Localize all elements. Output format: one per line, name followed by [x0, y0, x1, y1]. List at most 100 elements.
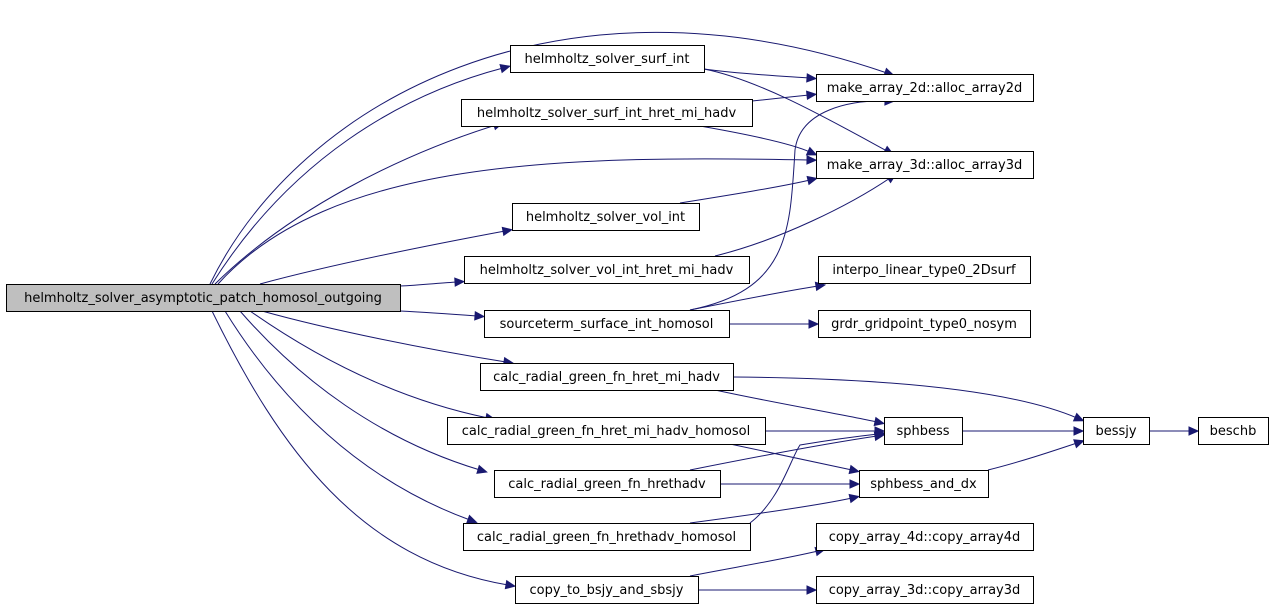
edge-calc_hret-to-bessjy: [732, 376, 1085, 422]
edge-line: [259, 230, 506, 285]
node-box[interactable]: [480, 363, 734, 391]
node-sphbess[interactable]: sphbess: [884, 417, 963, 445]
node-box[interactable]: [816, 151, 1034, 179]
arrow-head-icon: [808, 319, 820, 329]
node-vol-int[interactable]: helmholtz_solver_vol_int: [512, 203, 700, 231]
node-root[interactable]: helmholtz_solver_asymptotic_patch_homoso…: [6, 284, 401, 312]
edge-line: [703, 68, 810, 79]
node-copy4d[interactable]: copy_array_4d::copy_array4d: [816, 523, 1034, 551]
arrow-head-icon: [1073, 426, 1085, 436]
node-box[interactable]: [816, 576, 1034, 604]
node-box[interactable]: [816, 74, 1034, 102]
node-box[interactable]: [447, 417, 766, 445]
edge-line: [261, 310, 507, 363]
arrow-head-icon: [1072, 412, 1085, 422]
node-copy-bsjy[interactable]: copy_to_bsjy_and_sbsjy: [515, 576, 699, 604]
node-calc-hrethadv-homosol[interactable]: calc_radial_green_fn_hrethadv_homosol: [463, 523, 751, 551]
arrow-head-icon: [806, 175, 819, 186]
edge-root-to-alloc3d: [217, 155, 818, 285]
node-box[interactable]: [818, 256, 1031, 284]
node-box[interactable]: [1198, 417, 1269, 445]
arrow-head-icon: [806, 155, 818, 165]
node-surf-int-hret[interactable]: helmholtz_solver_surf_int_hret_mi_hadv: [461, 99, 753, 127]
node-box[interactable]: [6, 284, 401, 312]
node-label: calc_radial_green_fn_hrethadv_homosol: [477, 530, 736, 545]
edge-root-to-vol_int: [259, 226, 514, 285]
edge-line: [729, 443, 853, 471]
node-box[interactable]: [461, 99, 753, 127]
edge-line: [224, 310, 471, 521]
edge-line: [217, 158, 810, 285]
edge-line: [749, 433, 879, 524]
edge-sourceterm-to-grdr: [729, 319, 820, 329]
node-box[interactable]: [859, 470, 989, 498]
node-label: copy_to_bsjy_and_sbsjy: [530, 583, 684, 598]
arrow-head-icon: [499, 64, 511, 74]
node-copy3d[interactable]: copy_array_3d::copy_array3d: [816, 576, 1034, 604]
edge-line: [987, 442, 1078, 471]
node-calc-hrethadv[interactable]: calc_radial_green_fn_hrethadv: [494, 470, 721, 498]
edge-root-to-vol_int_hret: [399, 277, 466, 287]
node-bessjy[interactable]: bessjy: [1083, 417, 1150, 445]
node-box[interactable]: [818, 310, 1031, 338]
node-sphbess-dx[interactable]: sphbess_and_dx: [859, 470, 989, 498]
arrow-head-icon: [806, 585, 818, 595]
edge-root-to-calc_hret_homosol: [249, 310, 497, 423]
node-box[interactable]: [494, 470, 721, 498]
node-beschb[interactable]: beschb: [1198, 417, 1269, 445]
node-sourceterm[interactable]: sourceterm_surface_int_homosol: [484, 310, 730, 338]
node-calc-hret[interactable]: calc_radial_green_fn_hret_mi_hadv: [480, 363, 734, 391]
node-box[interactable]: [1083, 417, 1150, 445]
edge-calc_hret-to-sphbess: [714, 389, 886, 427]
edge-line: [679, 179, 811, 204]
edge-sphbess-to-bessjy: [962, 426, 1085, 436]
edge-line: [214, 124, 497, 285]
edge-line: [689, 100, 888, 311]
edge-line: [732, 376, 1078, 419]
node-label: helmholtz_solver_vol_int_hret_mi_hadv: [480, 263, 734, 278]
edge-vol_int_hret-to-alloc3d: [714, 173, 897, 257]
node-grdr[interactable]: grdr_gridpoint_type0_nosym: [818, 310, 1031, 338]
node-label: copy_array_4d::copy_array4d: [829, 530, 1021, 545]
edge-surf_int_hret-to-alloc3d: [699, 125, 818, 156]
node-label: calc_radial_green_fn_hret_mi_hadv_homoso…: [462, 424, 750, 439]
node-box[interactable]: [484, 310, 730, 338]
edge-root-to-calc_hrethadv_homosol: [224, 310, 478, 524]
node-box[interactable]: [816, 523, 1034, 551]
edge-line: [399, 281, 458, 287]
arrow-head-icon: [454, 277, 466, 287]
node-interpo[interactable]: interpo_linear_type0_2Dsurf: [818, 256, 1031, 284]
node-alloc3d[interactable]: make_array_3d::alloc_array3d: [816, 151, 1034, 179]
node-label: make_array_2d::alloc_array2d: [827, 81, 1022, 96]
node-label: helmholtz_solver_surf_int: [525, 52, 690, 67]
edge-sourceterm-to-interpo: [689, 281, 827, 311]
node-box[interactable]: [463, 523, 751, 551]
arrow-head-icon: [805, 146, 818, 156]
node-surf-int[interactable]: helmholtz_solver_surf_int: [510, 45, 705, 73]
node-vol-int-hret[interactable]: helmholtz_solver_vol_int_hret_mi_hadv: [464, 256, 750, 284]
edge-sphbess_dx-to-bessjy: [987, 439, 1085, 471]
arrow-head-icon: [806, 90, 818, 101]
node-label: beschb: [1210, 424, 1257, 439]
node-label: make_array_3d::alloc_array3d: [827, 158, 1022, 173]
edge-line: [689, 550, 819, 577]
node-box[interactable]: [512, 203, 700, 231]
edge-root-to-surf_int_hret: [214, 121, 504, 285]
edge-line: [689, 435, 878, 471]
node-label: grdr_gridpoint_type0_nosym: [831, 317, 1017, 332]
arrow-head-icon: [873, 416, 886, 427]
node-box[interactable]: [464, 256, 750, 284]
node-calc-hret-homosol[interactable]: calc_radial_green_fn_hret_mi_hadv_homoso…: [447, 417, 766, 445]
node-box[interactable]: [884, 417, 963, 445]
arrow-head-icon: [466, 514, 478, 524]
nodes-layer: helmholtz_solver_asymptotic_patch_homoso…: [6, 45, 1269, 604]
edge-line: [703, 68, 888, 152]
node-alloc2d[interactable]: make_array_2d::alloc_array2d: [816, 74, 1034, 102]
node-box[interactable]: [515, 576, 699, 604]
edge-line: [399, 310, 478, 317]
arrow-head-icon: [806, 73, 818, 83]
edge-line: [699, 125, 811, 153]
arrow-head-icon: [474, 311, 486, 321]
node-box[interactable]: [510, 45, 705, 73]
edge-calc_hret_homosol-to-sphbess: [765, 426, 886, 436]
